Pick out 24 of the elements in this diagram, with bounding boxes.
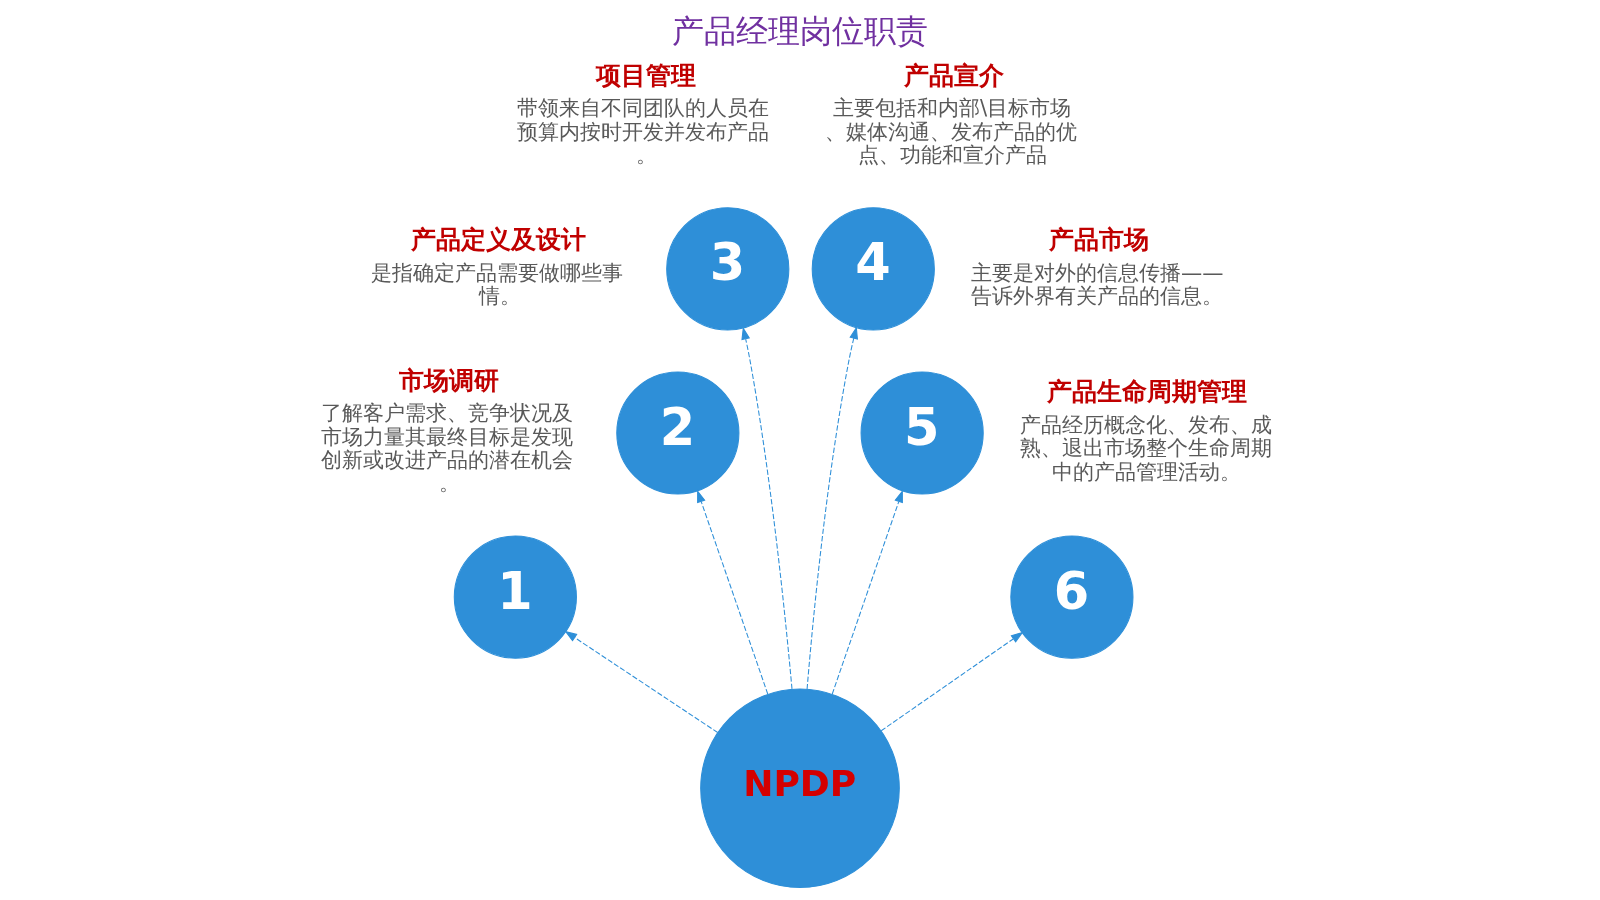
- node-label: 了解客户需求、竞争状况及市场力量其最终目标是发现创新或改进产品的潜在机会。: [320, 400, 573, 496]
- diagram-title: 产品经理岗位职责: [672, 12, 928, 51]
- node-label: 带领来自不同团队的人员在预算内按时开发并发布产品。: [517, 95, 770, 168]
- arrow: [831, 489, 903, 695]
- node-label: 产品经历概念化、发布、成熟、退出市场整个生命周期中的产品管理活动。: [1019, 411, 1272, 484]
- node-label: 是指确定产品需要做哪些事情。: [370, 259, 623, 308]
- node-circle: 3: [666, 207, 790, 331]
- node-circle: 2: [616, 371, 740, 495]
- node-circle: NPDP: [700, 688, 900, 889]
- arrow: [880, 631, 1024, 732]
- arrow: [564, 630, 719, 734]
- node-label: 项目管理: [595, 59, 696, 90]
- node-label: 产品市场: [1049, 223, 1150, 254]
- arrow: [806, 326, 858, 690]
- node-label: 主要是对外的信息传播——告诉外界有关产品的信息。: [971, 259, 1224, 308]
- node-circle: 5: [860, 371, 984, 495]
- arrow: [697, 489, 769, 695]
- node-label: 主要包括和内部\目标市场、媒体沟通、发布产品的优点、功能和宣介产品: [825, 95, 1078, 168]
- arrow: [741, 326, 793, 690]
- node-label: 产品宣介: [903, 59, 1004, 90]
- node-label: 市场调研: [399, 364, 500, 395]
- node-label: 产品生命周期管理: [1046, 376, 1247, 407]
- node-label: 产品定义及设计: [410, 223, 586, 254]
- node-circle: 4: [811, 207, 935, 331]
